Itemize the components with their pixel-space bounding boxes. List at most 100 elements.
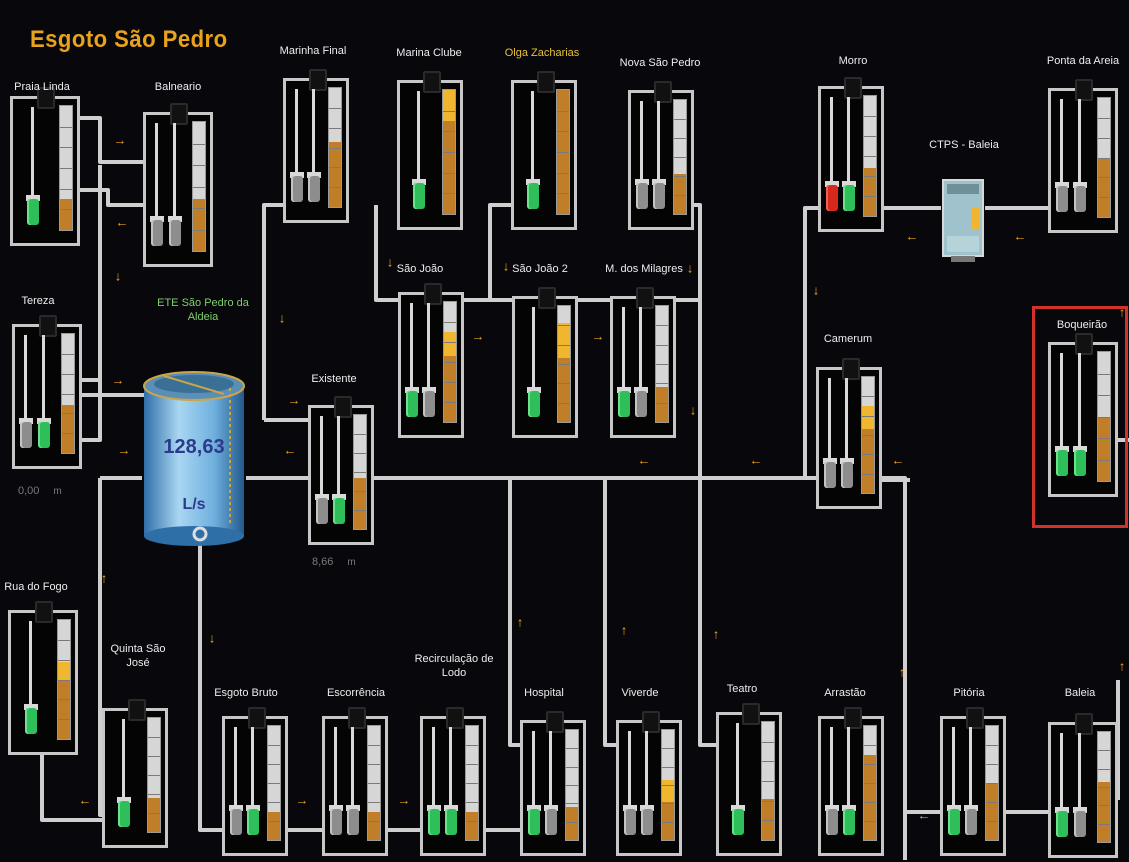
pump-icon-on[interactable] (1055, 353, 1070, 476)
station-boqueirao[interactable] (1048, 333, 1118, 497)
flow-unit: L/s (182, 496, 206, 513)
pump-icon-off[interactable] (824, 727, 839, 835)
pump-icon-off[interactable] (421, 303, 436, 417)
pump-icon-off[interactable] (639, 731, 654, 835)
level-tick (762, 820, 774, 822)
level-gauge (1097, 731, 1111, 843)
station-marinha-final[interactable] (283, 69, 349, 223)
station-marina-clube[interactable] (397, 71, 463, 230)
pump-icon-on[interactable] (1055, 733, 1070, 837)
pump-icon-off[interactable] (1055, 99, 1070, 212)
pump-icon-on[interactable] (117, 719, 132, 827)
pump-icon-off[interactable] (839, 378, 854, 488)
inlet-icon (635, 287, 654, 309)
pump-icon-on[interactable] (426, 727, 441, 835)
pump-icon-on[interactable] (1073, 353, 1088, 476)
pump-icon-off[interactable] (228, 727, 243, 835)
station-sao-joao-2[interactable] (512, 287, 578, 438)
pump-icon-on[interactable] (616, 307, 631, 417)
level-tick (656, 364, 668, 365)
station-morro[interactable] (818, 77, 884, 232)
ete-tank[interactable]: 128,63 L/s (142, 366, 246, 546)
pump-icon-off[interactable] (634, 101, 649, 209)
level-tick (674, 137, 686, 139)
station-viverde[interactable] (616, 711, 682, 856)
station-rua-do-fogo[interactable] (8, 601, 78, 755)
pump-shaft (31, 107, 35, 205)
pump-icon-off[interactable] (1073, 99, 1088, 212)
station-sao-joao[interactable] (398, 283, 464, 438)
station-tereza[interactable] (12, 315, 82, 469)
pump-icon-on[interactable] (24, 621, 39, 734)
level-tick (148, 775, 160, 776)
pump-icon-on[interactable] (527, 307, 542, 417)
pump-icon-off[interactable] (314, 416, 329, 524)
station-existente[interactable] (308, 396, 374, 545)
pump-icon-off[interactable] (651, 101, 666, 209)
pump-body (307, 176, 320, 202)
pump-icon-off[interactable] (345, 727, 360, 835)
pump-icon-off[interactable] (633, 307, 648, 417)
pump-icon-on[interactable] (412, 91, 427, 209)
pump-flange (1073, 446, 1088, 452)
pump-icon-on[interactable] (841, 97, 856, 211)
station-ponta-da-areia[interactable] (1048, 79, 1118, 233)
station-arrastao[interactable] (818, 707, 884, 856)
pump-icon-off[interactable] (622, 731, 637, 835)
pump-icon-off[interactable] (963, 727, 978, 835)
pump-flange (24, 704, 39, 710)
pump-icon-off[interactable] (822, 378, 837, 488)
station-pitoria[interactable] (940, 707, 1006, 856)
pump-icon-on[interactable] (37, 335, 52, 448)
level-gauge (863, 725, 877, 841)
station-teatro[interactable] (716, 703, 782, 856)
station-recirculacao-de-lodo[interactable] (420, 707, 486, 856)
pump-icon-on[interactable] (841, 727, 856, 835)
pump-icon-off[interactable] (328, 727, 343, 835)
station-baleia[interactable] (1048, 713, 1118, 858)
pump-icon-on[interactable] (731, 723, 746, 835)
station-hospital[interactable] (520, 711, 586, 856)
inlet-icon (641, 711, 660, 733)
ctps-baleia-unit[interactable] (941, 176, 985, 264)
station-escorrencia[interactable] (322, 707, 388, 856)
level-tick (557, 152, 569, 153)
pump-icon-off[interactable] (1073, 733, 1088, 837)
pump-icon-on[interactable] (245, 727, 260, 835)
pump-shaft (311, 89, 315, 182)
pump-icon-off[interactable] (306, 89, 321, 202)
station-nova-sao-pedro[interactable] (628, 81, 694, 230)
pump-icon-on[interactable] (946, 727, 961, 835)
pump-icon-off[interactable] (543, 731, 558, 835)
level-tick (443, 193, 455, 195)
pump-icon-on[interactable] (331, 416, 346, 524)
pump-icon-on[interactable] (404, 303, 419, 417)
station-camerum[interactable] (816, 358, 882, 509)
inlet-icon (965, 707, 984, 729)
pump-body (444, 809, 457, 835)
pump-icon-on[interactable] (526, 91, 541, 209)
pump-shaft (736, 723, 740, 815)
pump-icon-on[interactable] (26, 107, 41, 225)
level-gauge (861, 376, 875, 494)
station-praia-linda[interactable] (10, 87, 80, 246)
station-quinta-sao-jose[interactable] (102, 699, 168, 848)
pump-icon-off[interactable] (19, 335, 34, 448)
pump-shaft (846, 97, 850, 191)
station-esgoto-bruto[interactable] (222, 707, 288, 856)
pump-flange (412, 179, 427, 185)
pump-icon-on[interactable] (526, 731, 541, 835)
pump-icon-off[interactable] (150, 123, 165, 246)
pump-icon-off[interactable] (168, 123, 183, 246)
pump-shaft (426, 303, 430, 397)
pump-body (623, 809, 636, 835)
level-tick (1098, 768, 1110, 770)
station-m-dos-milagres[interactable] (610, 287, 676, 438)
station-balneario[interactable] (143, 103, 213, 267)
pump-icon-off[interactable] (289, 89, 304, 202)
level-tick (193, 208, 205, 209)
pump-icon-fault[interactable] (824, 97, 839, 211)
pump-icon-on[interactable] (443, 727, 458, 835)
level-tick (557, 110, 569, 112)
station-olga-zacharias[interactable] (511, 71, 577, 230)
